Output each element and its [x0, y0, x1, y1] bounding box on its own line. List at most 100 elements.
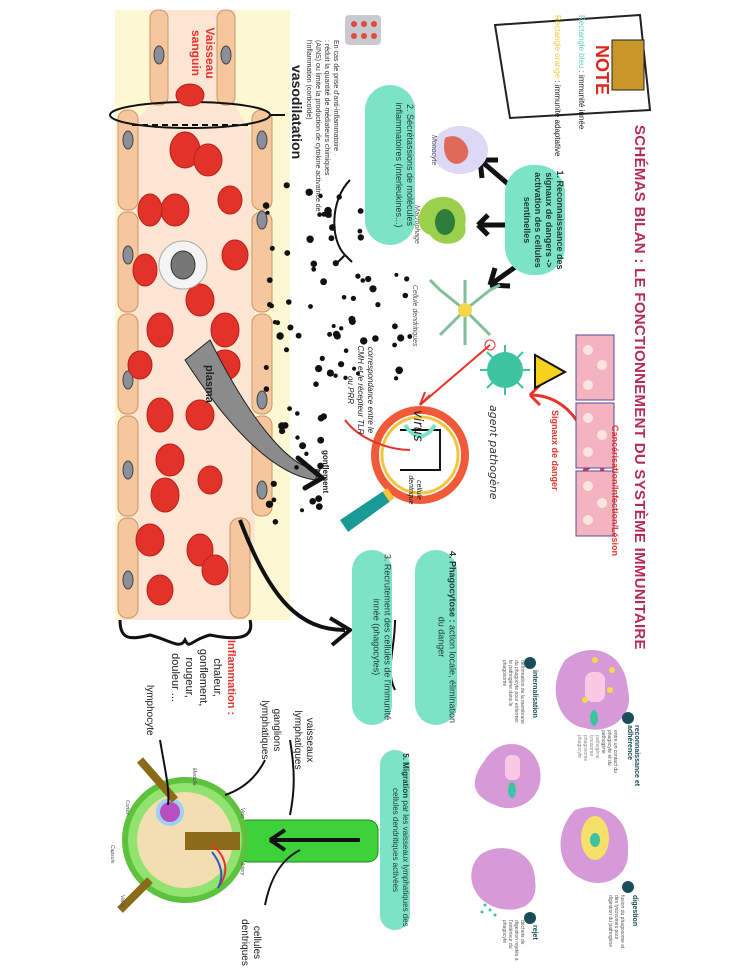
mediator-dot	[341, 295, 347, 300]
node-label-vein: Vein	[239, 808, 245, 818]
wbc-nucleus	[170, 250, 196, 280]
mediator-dot	[278, 422, 286, 430]
step-5-bubble: 5. Migration par les vaisseaux lymphatiq…	[380, 750, 410, 930]
note-line1: Rectangle bleu : immunité innée	[576, 15, 586, 129]
phago-step2-text: déformation de la membrane du phagocyte …	[501, 660, 525, 724]
inflammation-heading: Inflammation :	[225, 640, 237, 716]
anti-inflam-line1: En cas de prise d'anti-inflammatoire	[332, 40, 339, 152]
lymph-vessels-label: vaisseaux lymphatiques	[292, 710, 315, 770]
node-label-medulla: Medulla	[191, 768, 197, 786]
mediator-dot	[317, 414, 325, 422]
mediator-dot	[295, 411, 300, 416]
lymphatic-vessel	[237, 819, 379, 863]
note-heading: NOTE	[592, 45, 612, 96]
symptom: chaleur,	[211, 658, 223, 697]
danger-source-label: Cancérisation/Infection/Lésion	[610, 425, 620, 557]
symptom: douleur ...	[169, 653, 181, 703]
dendritic-cell-label: Cellule dendritiques	[411, 285, 418, 347]
step-4-bubble: 4. Phagocytose : action locale, éliminat…	[415, 550, 458, 725]
symptom: rougeur,	[183, 657, 195, 698]
tissue-blocks	[575, 334, 615, 537]
mediator-dot	[356, 371, 360, 376]
step-3-text: 3. Recrutement des cellules de l'immunit…	[371, 553, 393, 721]
mediator-dot	[327, 331, 333, 337]
mediator-dot	[304, 451, 309, 456]
phagocytosis-step-markers	[524, 657, 634, 924]
mediator-dot	[300, 508, 304, 513]
match-arrow	[344, 419, 411, 451]
phagocyte-illustrations	[471, 650, 630, 917]
mediator-dot	[332, 260, 339, 267]
mediator-dot	[271, 482, 276, 487]
mediator-dot	[284, 250, 291, 256]
mediator-dot	[287, 406, 292, 411]
mediator-dot	[263, 365, 269, 370]
mediator-dot	[350, 295, 356, 301]
arrow-lymphocyte	[159, 739, 170, 806]
mediator-dot	[402, 292, 409, 299]
arrow-vessels	[289, 739, 295, 816]
vessel-wall-right	[229, 109, 273, 619]
mediator-dot	[299, 442, 307, 450]
mediator-dot	[315, 365, 323, 373]
mediator-dot	[407, 334, 413, 339]
step-5-text: 5. Migration par les vaisseaux lymphatiq…	[380, 750, 410, 930]
swelling-label: gonflement	[321, 450, 330, 494]
plasma-label: plasma	[203, 365, 215, 403]
mediator-dot	[315, 503, 323, 510]
phago-step4-text: déchets de digestion rejetés à l'extérie…	[501, 920, 525, 961]
mediator-dot	[331, 324, 336, 328]
mediator-dot	[265, 500, 274, 508]
virus-icon	[480, 345, 530, 395]
pathogen-label: agent pathogène	[487, 405, 500, 500]
mediator-dot	[294, 465, 299, 470]
mediator-dot	[305, 188, 313, 196]
phago-part: phagosome	[582, 735, 588, 762]
mediator-dot	[286, 299, 292, 305]
mediator-dot	[262, 202, 270, 209]
dendritic-nucleus	[458, 303, 472, 317]
mediator-dot	[324, 210, 332, 218]
mediator-dot	[267, 302, 273, 308]
mediator-dot	[275, 320, 281, 326]
magnifier-icon	[340, 406, 469, 532]
step-1-text: 1. Reconnaissance des signaux de dangers…	[522, 170, 565, 270]
mediator-dot	[318, 193, 323, 199]
mediator-dot	[365, 275, 372, 283]
mediator-dot	[317, 436, 325, 444]
plasma-arrow	[184, 339, 321, 481]
phago-step1-text: entre un contact du phagocyte et du path…	[600, 730, 618, 773]
phago-part: pathogène	[594, 735, 600, 759]
symptom: gonflement,	[197, 648, 209, 707]
arrow-to-macrophage	[476, 213, 510, 237]
note-line1-label: Rectangle bleu	[577, 15, 586, 69]
mediator-dot	[263, 386, 270, 392]
mediator-dot	[343, 348, 349, 354]
mediator-dot	[355, 273, 361, 279]
phago-step2-title: internalisation	[531, 670, 538, 718]
step-5-bold: 5. Migration	[401, 753, 410, 799]
mediator-dot	[357, 228, 363, 234]
step-2-text: 2. Sécrétassions de molécules inflammato…	[394, 102, 415, 228]
step-4-body: action locale, élimination du danger	[436, 616, 458, 724]
step-2-bubble: 2. Sécrétassions de molécules inflammato…	[365, 85, 415, 245]
plasma-arrow-head	[295, 455, 327, 491]
mediator-dot	[328, 235, 335, 242]
cell-label: cellule dentrique	[407, 475, 422, 505]
node-label-artery: Artery	[239, 862, 245, 876]
step-5-body: par les vaisseaux lymphatiques des cellu…	[391, 787, 410, 927]
pathogen-link-arrow	[419, 344, 491, 406]
mediator-dot	[266, 277, 273, 283]
mediator-dot	[317, 212, 322, 217]
mediator-dot	[313, 381, 319, 388]
page-title: SCHÉMAS BILAN : LE FONCTIONNEMENT DU SYS…	[631, 125, 648, 650]
note-line2: Rectangle orange : immunité adaptative	[552, 15, 562, 156]
mediator-dot	[326, 369, 334, 377]
mediator-dot	[360, 337, 368, 345]
mediator-dot	[333, 332, 341, 340]
mediator-dot	[271, 497, 277, 503]
mediator-dot	[339, 326, 344, 331]
pill-pack-icon	[345, 15, 381, 45]
mediator-dot	[311, 266, 317, 272]
vasodilatation-label: vasodilatation	[289, 65, 305, 160]
